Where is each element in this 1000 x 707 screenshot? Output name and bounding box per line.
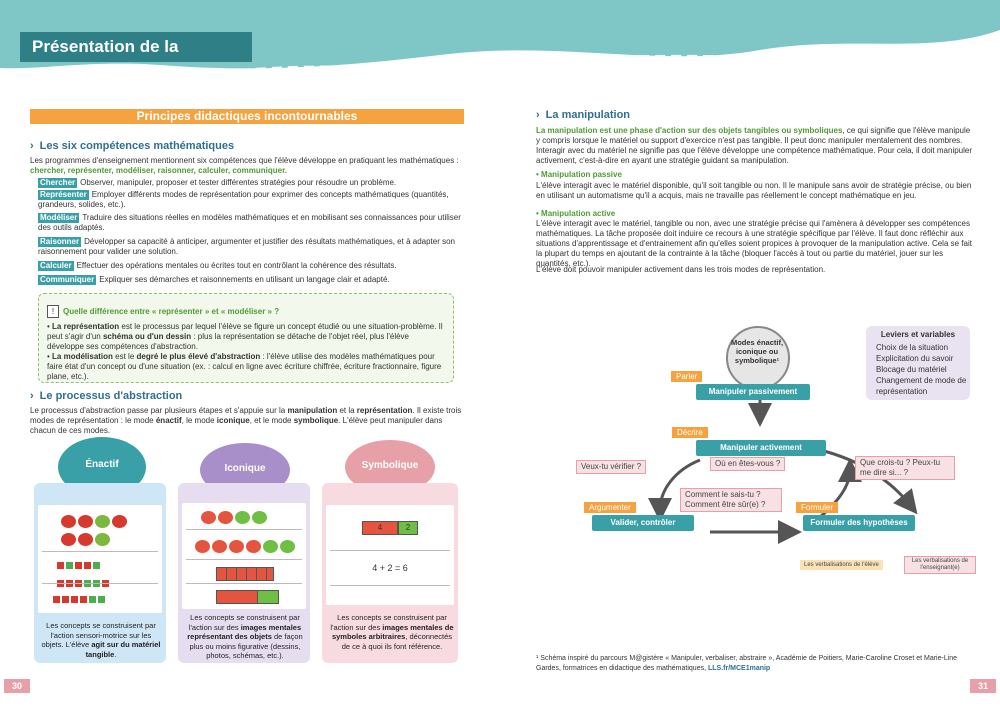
levers-list: Choix de la situation Explicitation du s… [876, 342, 970, 397]
symbolique-illustration: 4 2 4 + 2 = 6 [326, 505, 454, 605]
lever-item: Changement de mode de représentation [876, 376, 967, 396]
tag-argumenter: Argumenter [584, 502, 636, 513]
principles-banner: Principes didactiques incontournables [30, 109, 464, 124]
bubble-que-crois-tu: Que crois-tu ? Peux-tu me dire si... ? [855, 456, 955, 480]
represent-vs-model-note: ! Quelle différence entre « représenter … [38, 293, 454, 383]
formuler-hypotheses: Formuler des hypothèses [803, 515, 915, 531]
bar-four: 4 [362, 521, 398, 535]
active-heading: • Manipulation active [536, 209, 616, 218]
bubble-ou-en-etes-vous: Où en êtes-vous ? [710, 457, 786, 471]
cubes-photo [56, 557, 110, 593]
mode-iconique-label: Iconique [224, 463, 266, 474]
bar-two: 2 [398, 521, 418, 535]
note-title: Quelle différence entre « représenter » … [63, 307, 280, 316]
symbolique-description: Les concepts se construisent par l'actio… [330, 613, 454, 651]
manipuler-passivement: Manipuler passivement [696, 384, 810, 400]
page-title: Présentation de la méthode [20, 32, 252, 86]
modes-circle-label: Modes énactif, iconique ou symbolique¹ [730, 338, 784, 365]
manipulation-heading: ›La manipulation [536, 109, 631, 121]
page-number-left: 30 [4, 679, 30, 693]
bar-red-drawing [216, 590, 258, 604]
tag-parler: Parler [671, 371, 703, 382]
skills-intro: Les programmes d'enseignement mentionnen… [30, 156, 459, 175]
iconique-description: Les concepts se construisent par l'actio… [187, 613, 303, 660]
manipuler-activement: Manipuler activement [696, 440, 826, 456]
legend-student: Les verbalisations de l'élève [800, 560, 883, 570]
page-number-right: 31 [970, 679, 996, 693]
note-bullet-representation: • La représentation est le processus par… [47, 322, 443, 351]
mode-symbolique-label: Symbolique [361, 460, 419, 471]
apple-row-drawing [194, 540, 296, 558]
bubble-comment-le-sais-tu: Comment le sais-tu ? Comment être sûr(e)… [680, 488, 782, 512]
valider-controler: Valider, contrôler [592, 515, 694, 531]
mode-enactif-label: Énactif [85, 459, 119, 470]
apples-photo [60, 515, 128, 551]
cube-tower-photo [52, 591, 106, 609]
lever-item: Choix de la situation [876, 343, 949, 352]
equation: 4 + 2 = 6 [372, 563, 408, 573]
tag-decrire: Décrire [672, 427, 708, 438]
passive-text: L'élève interagit avec le matériel dispo… [536, 181, 972, 200]
lever-item: Explicitation du savoir [876, 354, 954, 363]
levers-box: Leviers et variables Choix de la situati… [866, 326, 970, 400]
abstraction-paragraph: Le processus d'abstraction passe par plu… [30, 406, 462, 435]
lever-item: Blocage du matériel [876, 365, 947, 374]
footnote-link[interactable]: LLS.fr/MCE1manip [707, 665, 771, 672]
apple-drawings [200, 511, 268, 529]
legend-teacher: Les verbalisations de l'enseignant(e) [904, 556, 976, 574]
enactif-description: Les concepts se construisent par l'actio… [41, 621, 161, 659]
section-abstraction-heading: ›Le processus d'abstraction [30, 390, 183, 402]
bar-green-drawing [257, 590, 279, 604]
manipulation-intro: La manipulation est une phase d'action s… [536, 126, 973, 165]
levers-title: Leviers et variables [880, 330, 956, 339]
strip-drawing [216, 567, 274, 581]
closing-text: L'élève doit pouvoir manipuler activemen… [536, 265, 826, 274]
note-bullet-modelisation: • La modélisation est le degré le plus é… [47, 352, 442, 381]
exclamation-icon: ! [47, 305, 59, 318]
iconique-illustration [182, 503, 306, 609]
enactif-illustration [38, 505, 162, 613]
tag-formuler: Formuler [796, 502, 839, 513]
active-text: L'élève interagit avec le matériel, tang… [536, 219, 972, 268]
bubble-verifier: Veux-tu vérifier ? [576, 460, 647, 474]
passive-heading: • Manipulation passive [536, 170, 622, 179]
footnote: ¹ Schéma inspiré du parcours M@gistère «… [536, 655, 958, 672]
section-six-skills-heading: ›Les six compétences mathématiques [30, 140, 235, 152]
